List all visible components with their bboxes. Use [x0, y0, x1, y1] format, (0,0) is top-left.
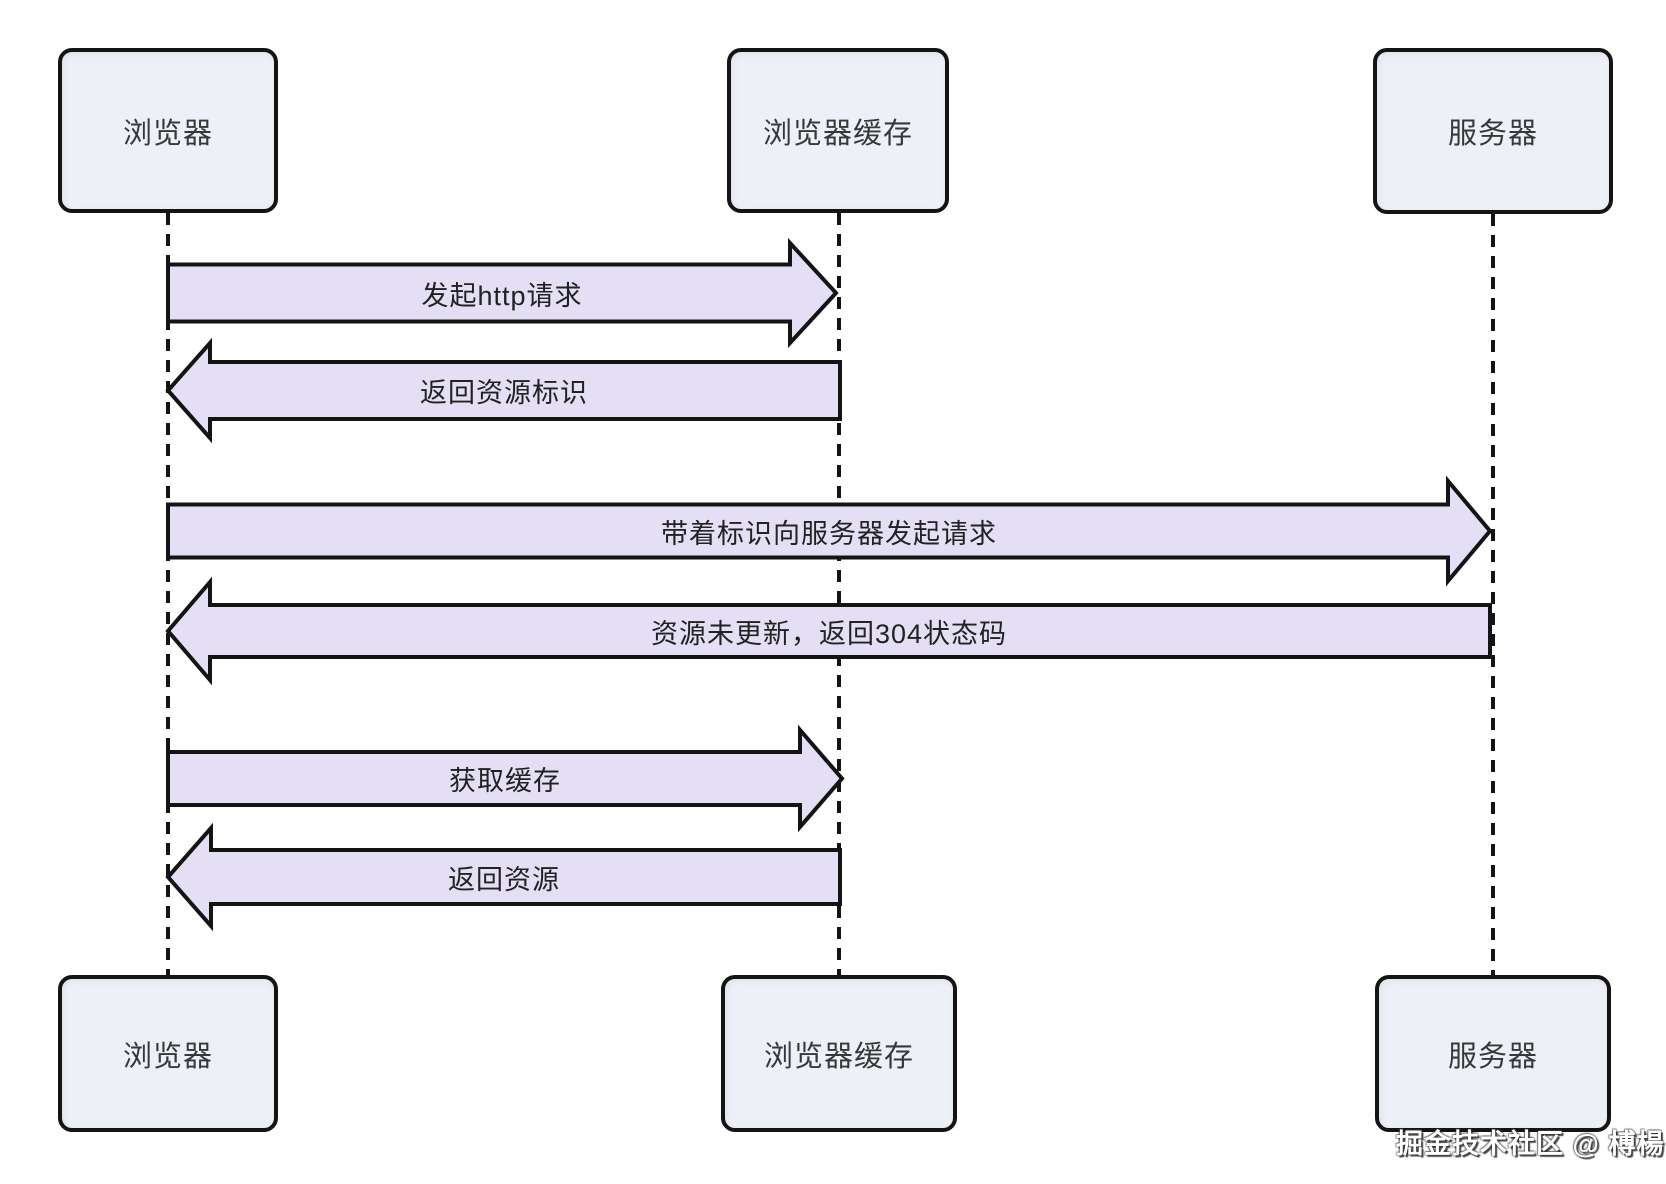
actor-label-browser-bottom: 浏览器	[122, 1040, 213, 1073]
actor-label-server-bottom: 服务器	[1447, 1040, 1538, 1073]
actor-label-browser-cache-top: 浏览器缓存	[762, 117, 913, 150]
actor-box-browser-bottom: 浏览器	[58, 975, 278, 1132]
message-arrow-304-response: 资源未更新，返回304状态码	[165, 576, 1492, 686]
watermark-text: 掘金技术社区 @ 榑楊	[1396, 1129, 1665, 1159]
message-arrow-request-with-etag: 带着标识向服务器发起请求	[166, 475, 1493, 587]
actor-label-browser-top: 浏览器	[122, 117, 213, 150]
actor-box-server-bottom: 服务器	[1375, 975, 1611, 1132]
message-arrow-http-request: 发起http请求	[166, 237, 839, 349]
lifeline-server	[1491, 214, 1495, 975]
message-label: 获取缓存	[449, 766, 561, 796]
message-label: 返回资源	[448, 864, 560, 895]
message-label: 返回资源标识	[420, 378, 588, 408]
actor-box-browser-top: 浏览器	[58, 48, 278, 213]
message-arrow-return-resource: 返回资源	[165, 822, 842, 932]
message-label: 发起http请求	[421, 280, 583, 311]
actor-label-server-top: 服务器	[1447, 118, 1538, 150]
actor-label-browser-cache-bottom: 浏览器缓存	[763, 1040, 914, 1073]
message-label: 带着标识向服务器发起请求	[661, 518, 997, 549]
lifeline-browser-cache	[837, 213, 841, 975]
actor-box-browser-cache-bottom: 浏览器缓存	[721, 975, 957, 1132]
message-arrow-return-etag: 返回资源标识	[165, 337, 842, 444]
actor-box-browser-cache-top: 浏览器缓存	[727, 48, 949, 213]
message-label: 资源未更新，返回304状态码	[650, 618, 1008, 649]
lifeline-browser	[166, 213, 170, 975]
actor-box-server-top: 服务器	[1373, 48, 1613, 214]
message-arrow-get-cache: 获取缓存	[166, 724, 845, 833]
